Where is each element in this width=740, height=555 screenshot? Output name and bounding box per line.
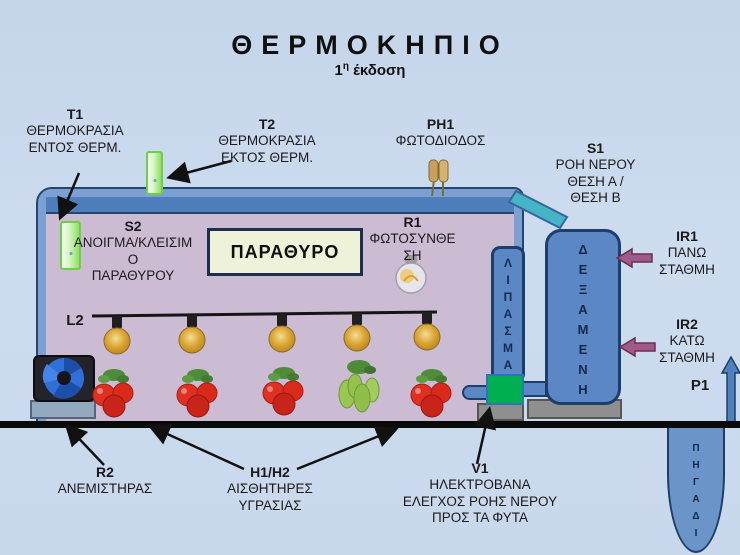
component-description: ΠΑΝΩ ΣΤΑΘΜΗ xyxy=(659,245,715,277)
callout-h1h2: H1/H2 ΑΙΣΘΗΤΗΡΕΣ ΥΓΡΑΣΙΑΣ xyxy=(195,464,345,514)
component-id: IR1 xyxy=(676,228,698,244)
page-title: ΘΕΡΜΟΚΗΠΙΟ xyxy=(231,30,509,60)
tomato-plant-icon xyxy=(176,369,218,418)
callout-ir1: IR1 ΠΑΝΩ ΣΤΑΘΜΗ xyxy=(643,228,731,278)
callout-l2: L2 xyxy=(60,312,90,330)
component-id: V1 xyxy=(471,460,489,476)
callout-s2: S2 ΑΝΟΙΓΜΑ/ΚΛΕΙΣΙΜ Ο ΠΑΡΑΘΥΡΟΥ xyxy=(58,218,208,284)
component-id: L2 xyxy=(66,312,84,329)
light-bulb-icon xyxy=(395,255,427,294)
well-label: Π Η Γ Α Δ Ι xyxy=(692,443,700,539)
tomato-plant-icon xyxy=(262,367,304,416)
component-id: R1 xyxy=(403,214,422,230)
component-id: P1 xyxy=(690,377,710,394)
callout-t1: T1 ΘΕΡΜΟΚΡΑΣΙΑ ΕΝΤΟΣ ΘΕΡΜ. xyxy=(0,106,150,156)
callout-ir2: IR2 ΚΑΤΩ ΣΤΑΘΜΗ xyxy=(643,316,731,366)
valve-base xyxy=(477,403,524,421)
sensor-led xyxy=(69,252,72,256)
component-description: ΦΩΤΟΣΥΝΘΕ ΣΗ xyxy=(369,231,456,263)
fan-icon xyxy=(33,355,95,402)
component-description: ΗΛΕΚΤΡΟΒΑΝΑ ΕΛΕΓΧΟΣ ΡΟΗΣ ΝΕΡΟΥ ΠΡΟΣ ΤΑ Φ… xyxy=(402,477,558,526)
callout-p1: P1 xyxy=(680,377,720,395)
component-description: ΦΩΤΟΔΙΟΔΟΣ xyxy=(395,133,486,149)
greenhouse-roof-bar xyxy=(46,197,514,214)
outdoor-temp-sensor-icon xyxy=(146,151,163,195)
fan-base xyxy=(30,400,96,419)
component-description: ΑΝΟΙΓΜΑ/ΚΛΕΙΣΙΜ Ο ΠΑΡΑΘΥΡΟΥ xyxy=(73,235,193,284)
component-description: ΚΑΤΩ ΣΤΑΘΜΗ xyxy=(659,333,715,365)
component-description: ΘΕΡΜΟΚΡΑΣΙΑ ΕΚΤΟΣ ΘΕΡΜ. xyxy=(218,133,316,165)
callout-t2: T2 ΘΕΡΜΟΚΡΑΣΙΑ ΕΚΤΟΣ ΘΕΡΜ. xyxy=(192,116,342,166)
pepper-plant-icon xyxy=(338,360,380,413)
indoor-temp-sensor-icon xyxy=(60,221,81,270)
tank-label: Δ Ε Ξ Α Μ Ε Ν Η xyxy=(577,242,589,397)
subtitle-number: 1 xyxy=(334,62,343,79)
r2-arrow xyxy=(64,423,105,466)
component-description: ΑΙΣΘΗΤΗΡΕΣ ΥΓΡΑΣΙΑΣ xyxy=(227,481,313,513)
component-description: ΡΟΗ ΝΕΡΟΥ ΘΕΣΗ Α / ΘΕΣΗ Β xyxy=(555,157,636,206)
well-shape: Π Η Γ Α Δ Ι xyxy=(667,426,725,553)
window-box: ΠΑΡΑΘΥΡΟ xyxy=(207,228,363,276)
photodiode-icon xyxy=(428,159,449,197)
callout-r2: R2 ΑΝΕΜΙΣΤΗΡΑΣ xyxy=(30,464,180,498)
subtitle-superscript: η xyxy=(342,61,349,72)
component-id: PH1 xyxy=(426,116,455,132)
callout-r1: R1 ΦΩΤΟΣΥΝΘΕ ΣΗ xyxy=(355,214,470,264)
tomato-plant-icon xyxy=(410,369,452,418)
fertilizer-column: Λ Ι Π Α Σ Μ Α xyxy=(491,246,525,383)
component-id: R2 xyxy=(96,464,114,480)
subtitle-text: έκδοση xyxy=(348,62,406,79)
component-id: IR2 xyxy=(676,316,698,332)
component-id: S1 xyxy=(586,140,605,156)
component-id: T1 xyxy=(66,106,84,122)
component-description: ΑΝΕΜΙΣΤΗΡΑΣ xyxy=(57,481,153,497)
component-id: H1/H2 xyxy=(250,464,290,480)
pump-up-arrow-icon xyxy=(720,355,740,427)
callout-s1: S1 ΡΟΗ ΝΕΡΟΥ ΘΕΣΗ Α / ΘΕΣΗ Β xyxy=(538,140,653,206)
sensor-led xyxy=(153,178,156,182)
fertilizer-label: Λ Ι Π Α Σ Μ Α xyxy=(503,256,513,372)
component-id: S2 xyxy=(124,218,142,234)
irrigation-pipe xyxy=(462,385,489,400)
component-id: T2 xyxy=(258,116,276,132)
callout-ph1: PH1 ΦΩΤΟΔΙΟΔΟΣ xyxy=(378,116,503,150)
component-description: ΘΕΡΜΟΚΡΑΣΙΑ ΕΝΤΟΣ ΘΕΡΜ. xyxy=(26,123,124,155)
h1-arrow xyxy=(147,424,245,471)
page-subtitle: 1η έκδοση xyxy=(0,61,740,79)
water-tank: Δ Ε Ξ Α Μ Ε Ν Η xyxy=(545,229,621,405)
callout-v1: V1 ΗΛΕΚΤΡΟΒΑΝΑ ΕΛΕΓΧΟΣ ΡΟΗΣ ΝΕΡΟΥ ΠΡΟΣ Τ… xyxy=(375,460,585,526)
electrovalve-icon xyxy=(486,374,524,405)
tomato-plant-icon xyxy=(92,369,134,418)
